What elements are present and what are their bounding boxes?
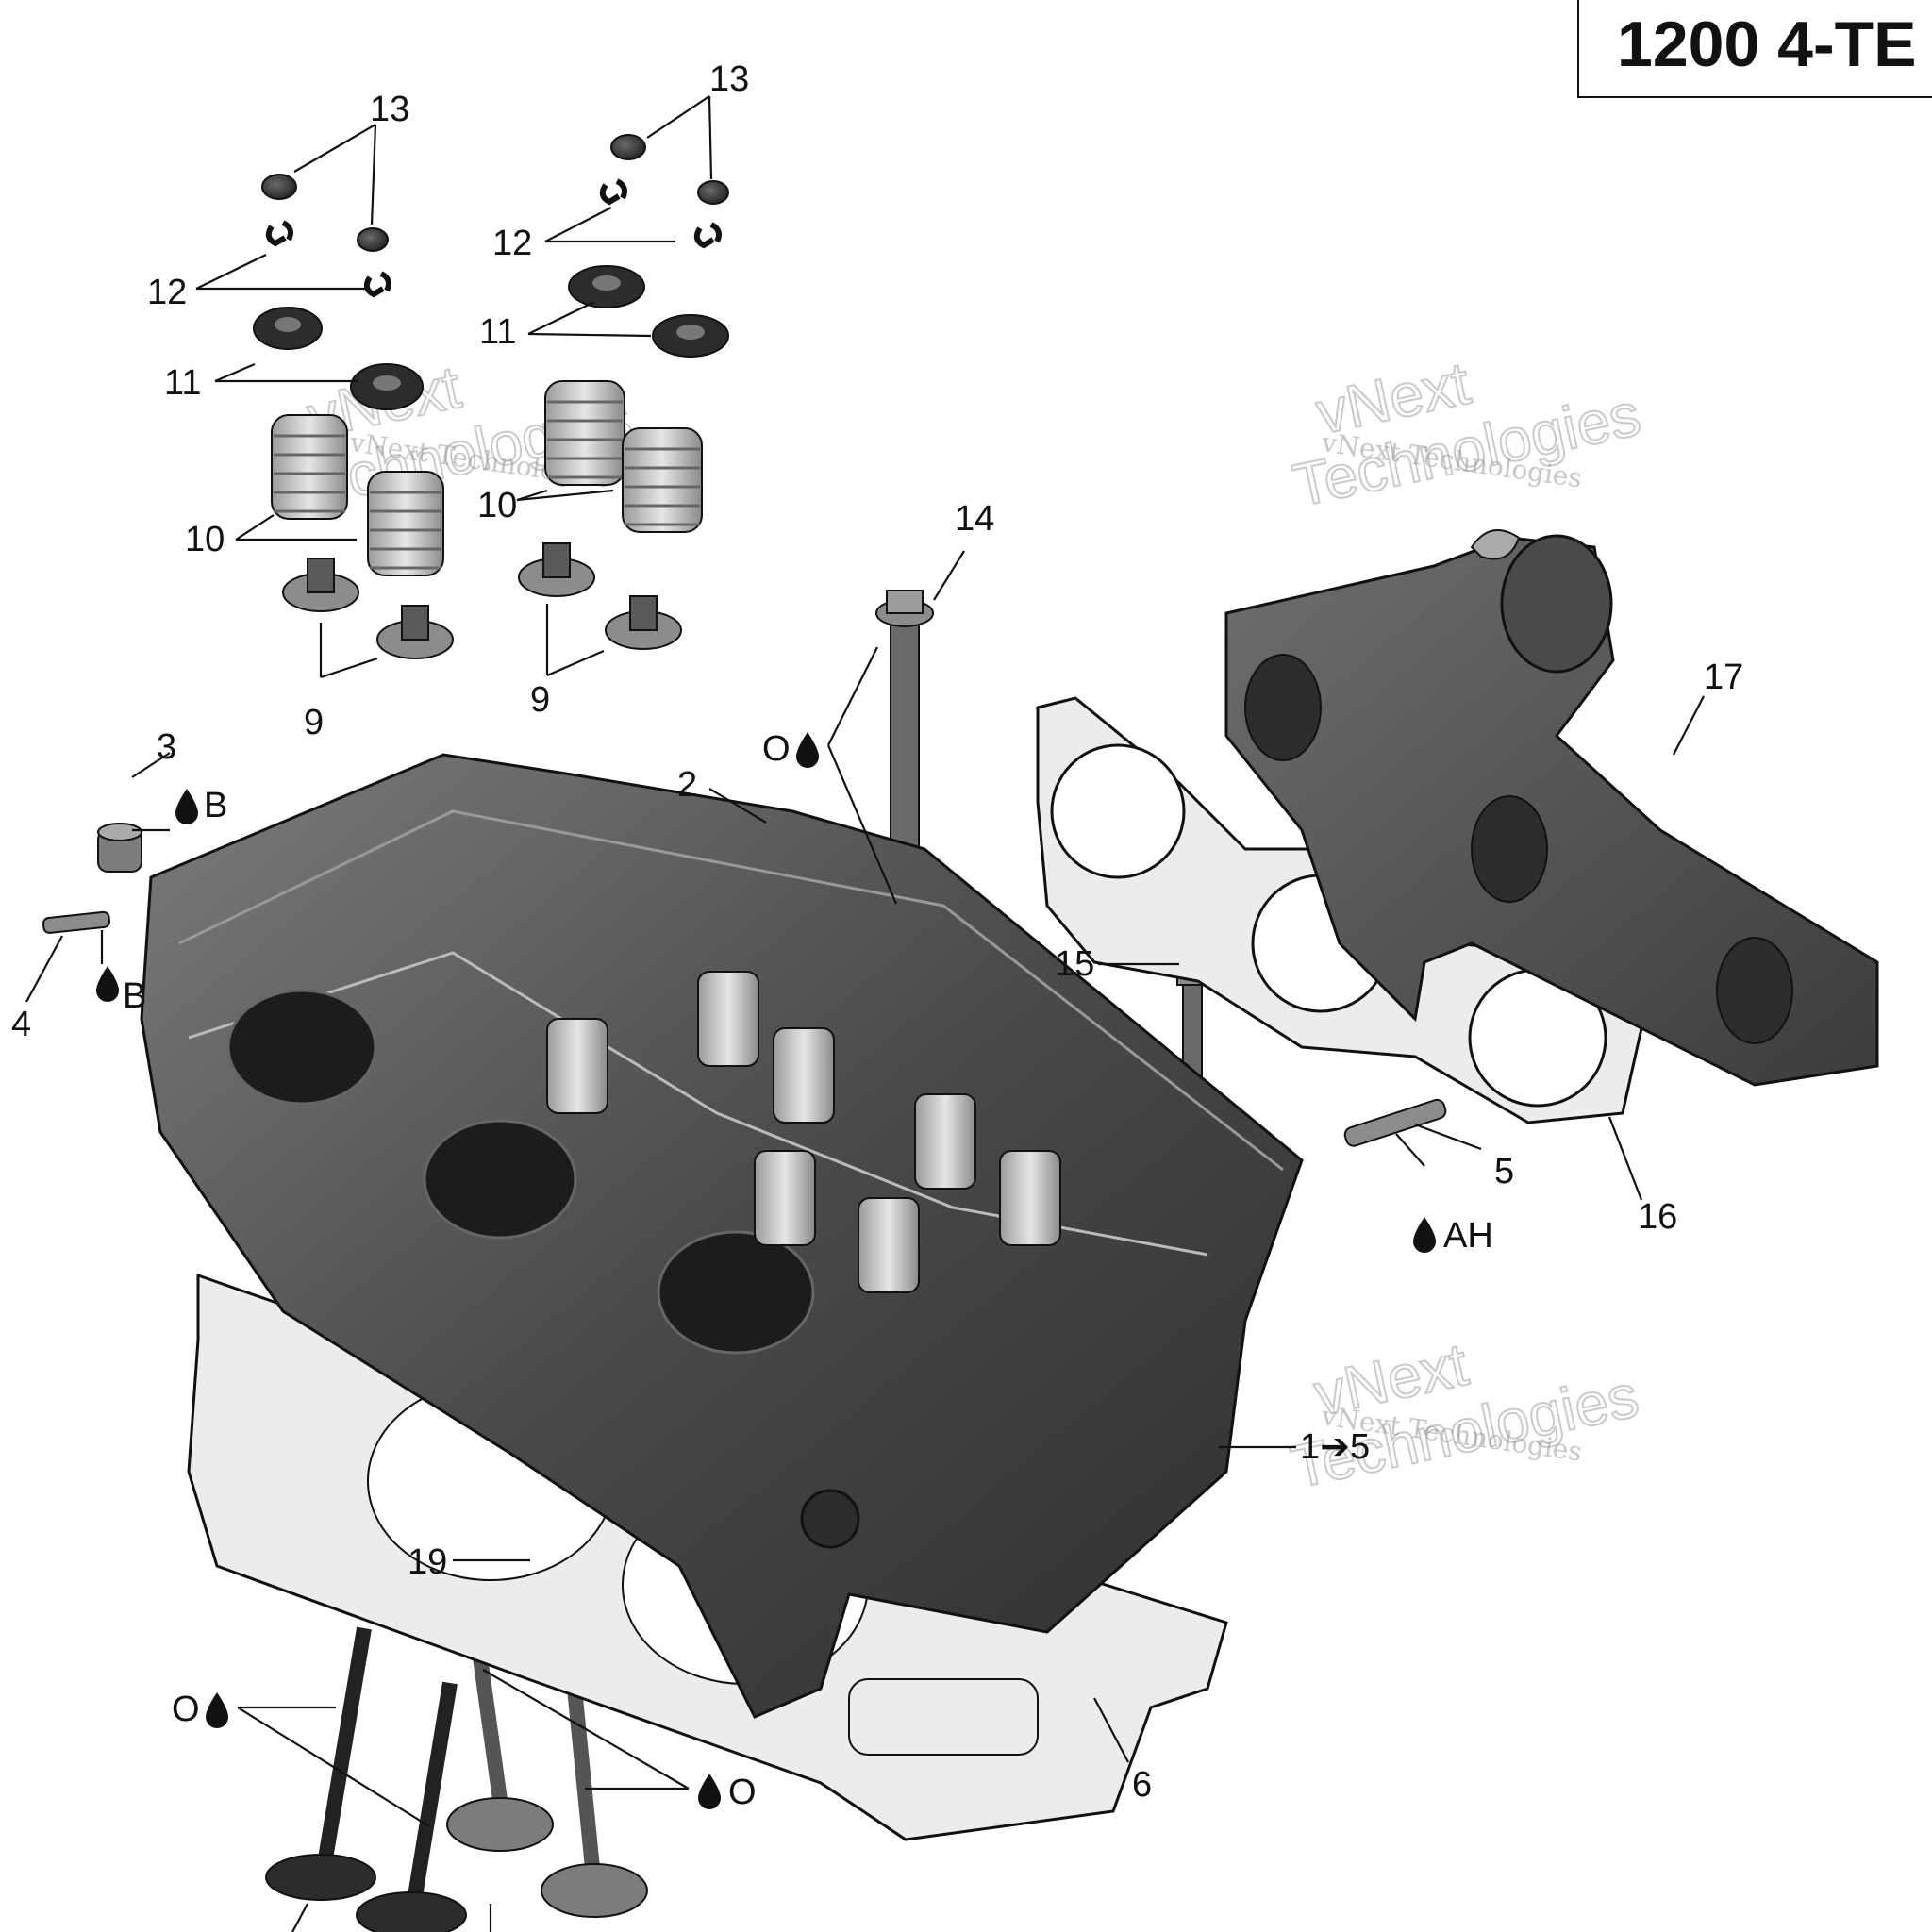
callout-17: 17 — [1704, 658, 1743, 697]
callout-labels: 13 13 12 12 11 11 10 10 9 9 14 17 3 2 4 … — [11, 59, 1743, 1805]
valve-cap-part — [610, 134, 646, 160]
spring-retainer-part — [275, 317, 301, 332]
spring-retainer-part — [373, 375, 401, 391]
intake-valve-part — [356, 1681, 467, 1932]
svg-text:B: B — [123, 976, 146, 1016]
valves-group — [265, 1594, 648, 1932]
valve-keeper-part — [363, 271, 391, 298]
valve-keeper-part — [693, 222, 722, 249]
callout-2: 2 — [677, 765, 697, 805]
stud-part — [1343, 1098, 1447, 1147]
valve-cap-part — [357, 227, 389, 252]
plug-part — [97, 823, 142, 873]
valve-spring-part — [271, 414, 348, 520]
oil-drop-icon — [1413, 1217, 1436, 1253]
valve-cap-part — [261, 174, 297, 200]
exhaust-valve-part — [541, 1650, 648, 1918]
callout-9-left: 9 — [304, 703, 324, 742]
lubrication-marks: O B B AH O O — [96, 729, 1493, 1812]
oil-jet-part — [42, 910, 111, 934]
callout-9-right: 9 — [530, 680, 550, 720]
valve-cap-part — [697, 180, 729, 205]
oil-drop-icon — [698, 1774, 721, 1809]
lube-mark-o-bolt: O — [762, 729, 819, 769]
callout-15: 15 — [1055, 944, 1094, 984]
svg-text:O: O — [172, 1690, 200, 1729]
cylinder-head-part — [140, 753, 1304, 1719]
svg-text:O: O — [762, 729, 791, 769]
lube-mark-b-jet: B — [96, 966, 146, 1016]
oil-drop-icon — [175, 789, 198, 824]
model-title-box: 1200 4-TE — [1577, 0, 1932, 98]
callout-4: 4 — [11, 1005, 31, 1044]
svg-text:AH: AH — [1443, 1216, 1493, 1256]
callout-16: 16 — [1638, 1197, 1677, 1237]
exhaust-manifold-part — [1224, 529, 1879, 1087]
valve-seal-part — [282, 558, 359, 612]
callout-19: 19 — [408, 1542, 447, 1582]
callout-3: 3 — [157, 727, 176, 767]
callout-1-to-5: 1➔5 — [1300, 1427, 1370, 1467]
callout-13-left: 13 — [370, 90, 409, 129]
valve-spring-part — [622, 427, 703, 533]
watermark-bottom-right: vNext Technologies — [1284, 1329, 1644, 1502]
oil-drop-icon — [796, 732, 819, 768]
callout-6: 6 — [1132, 1765, 1152, 1805]
spring-retainer-part — [676, 325, 705, 340]
valve-keeper-part — [599, 178, 627, 206]
intake-valve-part — [265, 1626, 376, 1901]
svg-text:B: B — [204, 786, 227, 825]
valve-train-left-group — [253, 174, 454, 659]
lube-mark-o-valves-left: O — [172, 1690, 228, 1729]
callout-13-right: 13 — [709, 59, 749, 99]
callout-11-right: 11 — [479, 312, 516, 352]
valve-train-right-group — [518, 134, 729, 650]
oil-drop-icon — [206, 1692, 228, 1728]
leader-lines — [25, 95, 1705, 1932]
watermark-top-right: vNext Technologies — [1286, 348, 1646, 521]
lube-mark-ah-stud: AH — [1413, 1216, 1493, 1256]
callout-10-left: 10 — [185, 520, 225, 559]
svg-text:O: O — [728, 1773, 757, 1812]
oil-drop-icon — [96, 966, 119, 1002]
callout-5: 5 — [1494, 1152, 1514, 1191]
valve-spring-part — [544, 380, 625, 486]
callout-11-left: 11 — [164, 363, 201, 403]
model-title: 1200 4-TE — [1617, 8, 1917, 80]
callout-12-right: 12 — [492, 224, 532, 263]
valve-seal-part — [518, 542, 595, 597]
callout-10-right: 10 — [477, 486, 517, 525]
installed-springs — [546, 971, 1061, 1293]
lube-mark-b-plug: B — [175, 786, 227, 825]
spring-retainer-part — [592, 275, 621, 291]
valve-keeper-part — [265, 220, 293, 247]
valve-seal-part — [605, 595, 682, 650]
valve-seal-part — [376, 605, 454, 659]
callout-12-left: 12 — [147, 273, 187, 312]
lube-mark-o-valves-right: O — [698, 1773, 757, 1812]
callout-14: 14 — [955, 499, 994, 539]
valve-spring-part — [367, 471, 444, 576]
